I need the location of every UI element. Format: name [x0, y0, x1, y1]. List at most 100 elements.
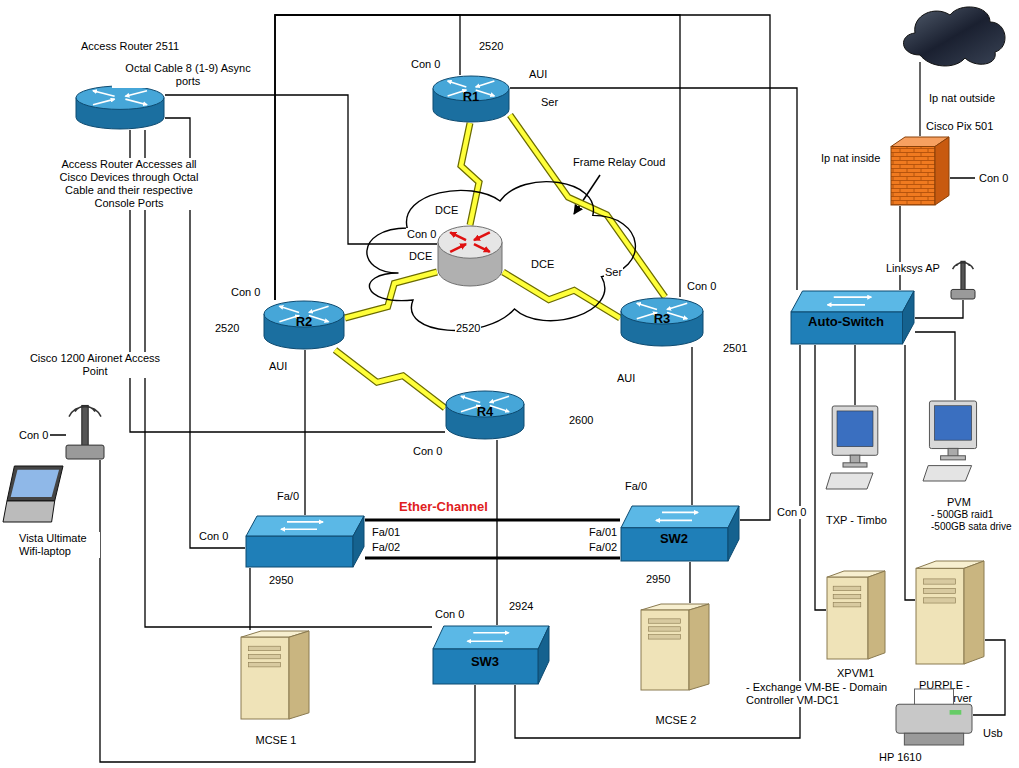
cable [165, 95, 437, 244]
node-detail: - 500GB raid1 -500GB sata drive [930, 509, 1016, 533]
printer-icon [895, 688, 973, 746]
serial-link [461, 123, 479, 225]
edge-label: Ether-Channel [398, 499, 489, 514]
node-label: Frame Relay Coud [572, 156, 666, 169]
node-label: HP 1610 [878, 751, 923, 764]
switch: SW32924 [432, 625, 550, 685]
access-point: Linksys AP [950, 256, 976, 300]
router: R22520 [263, 300, 345, 350]
switch: SW22950 [620, 505, 740, 562]
serial-bolt [461, 123, 479, 225]
port-label: Octal Cable 8 (1-9) Async ports [112, 62, 264, 88]
serial-outline [461, 123, 479, 225]
access-router: Access Router 2511 [75, 85, 165, 130]
printer: HP 1610 [895, 688, 973, 746]
node-label: R4 [445, 404, 525, 419]
server: MCSE 1 [240, 630, 310, 720]
cable [690, 562, 691, 603]
port-label: Con 0 [406, 228, 437, 241]
node-detail: 2520 [478, 40, 504, 53]
port-label: Fa/0 [624, 480, 648, 493]
cable [915, 332, 955, 400]
node-label: SW3 [432, 654, 538, 669]
node-label: Auto-Switch [790, 314, 902, 329]
cable-line [165, 95, 437, 244]
serial-link [345, 272, 437, 318]
router: R42600 [445, 390, 525, 440]
port-label: Con 0 [18, 429, 49, 442]
workstation-icon [825, 405, 885, 490]
cable-line [365, 519, 620, 522]
cable-line [691, 347, 692, 505]
workstation-icon [922, 400, 984, 482]
serial-bolt [345, 272, 437, 318]
node-label: XPVM1 [836, 667, 875, 680]
node-label: R2 [263, 314, 345, 329]
node-label: TXP - Timbo [825, 514, 888, 527]
node-detail: 2924 [508, 600, 534, 613]
router: R32501 [620, 297, 704, 347]
serial-bolt [335, 350, 445, 408]
node-detail: 2600 [568, 414, 594, 427]
node-detail: 2520 [214, 322, 240, 335]
node-label: R3 [620, 311, 704, 326]
port-label: Fa/02 [371, 541, 401, 554]
port-label: Con 0 [198, 530, 229, 543]
port-label: Access Router Accesses all Cisco Devices… [58, 158, 200, 210]
serial-bolt [510, 115, 665, 297]
node-label: 2950 [268, 574, 294, 587]
port-label: Con 0 [686, 280, 717, 293]
node-label: SW2 [620, 531, 728, 546]
laptop-icon [2, 465, 64, 523]
cable [250, 568, 251, 630]
workstation: TXP - Timbo [825, 405, 885, 490]
port-label: AUI [268, 360, 288, 373]
ap-console-wire [50, 434, 66, 436]
port-label: Ip nat outside [928, 92, 996, 105]
node-label: PVM [946, 496, 972, 509]
port-label: DCE [434, 204, 459, 217]
cable [510, 88, 797, 290]
internet-cloud [904, 7, 1006, 66]
cable [915, 300, 963, 318]
cable [365, 520, 620, 521]
workstation: PVM- 500GB raid1 -500GB sata drive [922, 400, 984, 482]
serial-outline [335, 350, 445, 408]
server: MCSE 2 [640, 603, 710, 691]
access-point-icon [950, 256, 976, 300]
cable [275, 15, 770, 520]
cable-line [854, 345, 855, 405]
cable [497, 440, 498, 625]
cable-line [275, 15, 680, 300]
cable [275, 15, 680, 300]
server: PURPLE -File Server [915, 560, 985, 665]
frame-relay-router-icon [437, 225, 503, 287]
serial-link [335, 350, 445, 408]
node-detail: 2501 [722, 342, 748, 355]
cable-line [689, 562, 690, 603]
node-label: Access Router 2511 [80, 40, 180, 53]
switch: Auto-Switch [790, 290, 915, 345]
node-label: R1 [432, 89, 510, 104]
cable [692, 347, 693, 505]
cable [855, 345, 856, 405]
switch: 2950 [245, 515, 365, 568]
firewall-icon [890, 136, 950, 206]
cable [905, 345, 915, 600]
port-label: Con 0 [978, 172, 1009, 185]
serial-outline [510, 115, 665, 297]
cable [815, 345, 826, 610]
port-label: Con 0 [412, 445, 443, 458]
cable [515, 345, 800, 738]
router: R12520 [432, 75, 510, 123]
port-label: Usb [982, 727, 1004, 740]
cable-line [510, 88, 797, 290]
outside-wire [919, 62, 920, 136]
server-icon [640, 603, 710, 691]
node-label: Vista Ultimate Wifi-laptop [18, 532, 100, 558]
cable-line [915, 300, 963, 318]
node-label: 2520 [455, 322, 481, 335]
cable-line [249, 568, 250, 630]
frame-relay-router: 2520 [437, 225, 503, 287]
